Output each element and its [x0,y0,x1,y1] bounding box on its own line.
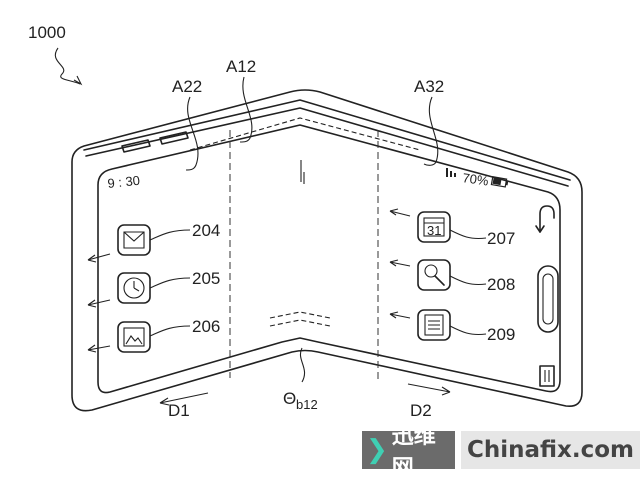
svg-text:b12: b12 [296,397,318,412]
svg-text:D1: D1 [168,401,190,420]
search-icon [424,264,438,278]
app-icon-gallery[interactable] [117,321,151,353]
home-button[interactable] [537,265,559,333]
area-label-a22: A22 [172,77,202,96]
app-icon-mail[interactable] [117,224,151,256]
watermark: ❯迅维网 Chinafix.com [362,424,640,481]
watermark-cn: 迅维网 [391,424,436,481]
watermark-en: Chinafix.com [460,431,640,469]
notes-icon [424,314,444,336]
volume-button-2[interactable] [159,131,189,145]
device-body [71,89,583,412]
clock-icon [123,277,145,299]
back-button[interactable] [535,205,555,233]
back-arrow-icon [539,205,555,233]
watermark-arrow-icon: ❯ [366,435,388,465]
right-swipe-arrows [389,208,411,319]
svg-text:D2: D2 [410,401,432,420]
menu-button[interactable] [539,365,555,387]
ref-208: 208 [487,275,515,294]
ref-204: 204 [192,221,220,240]
status-battery-percent: 70% [462,170,490,189]
area-label-a12: A12 [226,57,256,76]
calendar-date: 31 [427,223,441,238]
volume-button-1[interactable] [121,139,151,153]
app-icon-notes[interactable] [417,309,451,341]
app-icon-search[interactable] [417,259,451,291]
left-swipe-arrows [87,253,111,353]
status-time: 9 : 30 [107,173,141,191]
area-label-a32: A32 [414,77,444,96]
direction-d1: D1 [159,392,209,420]
ref-207: 207 [487,229,515,248]
device-ref-arrow [54,47,81,85]
direction-d2: D2 [407,383,451,420]
app-icon-clock[interactable] [117,272,151,304]
display-screen [97,124,561,394]
ref-205: 205 [192,269,220,288]
battery-icon [490,175,509,188]
signal-icon [446,168,456,177]
calendar-icon [423,217,445,237]
ref-206: 206 [192,317,220,336]
ref-209: 209 [487,325,515,344]
svg-text:Θ: Θ [283,389,296,408]
gallery-icon [123,327,145,347]
app-icon-calendar[interactable]: 31 [417,211,451,243]
mail-icon [123,231,145,249]
fold-angle-label: Θ b12 [283,389,318,412]
device-ref-label: 1000 [28,23,66,42]
